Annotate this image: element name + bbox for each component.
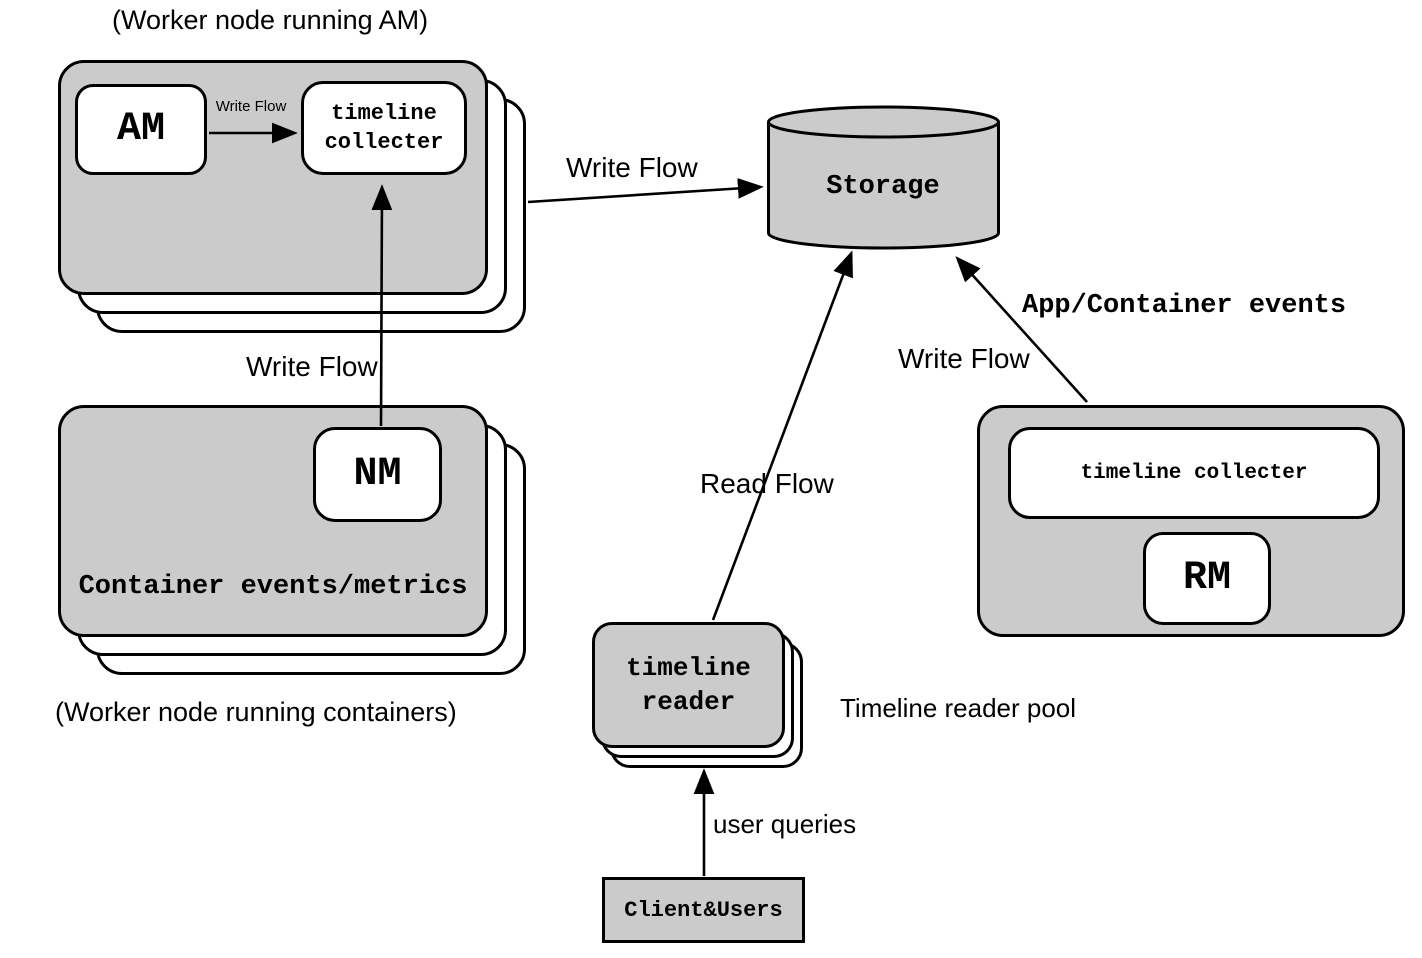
rm-collector-node: timeline collecter [1008, 427, 1380, 519]
am-label: AM [116, 107, 165, 152]
client-users-label: Client&Users [624, 897, 783, 923]
am-node: AM [75, 84, 207, 175]
worker-containers-caption: (Worker node running containers) [55, 697, 457, 727]
timeline-reader-node: timeline reader [592, 622, 785, 748]
worker-am-caption: (Worker node running AM) [112, 5, 429, 35]
arrow-rm-to-storage [955, 256, 1088, 403]
app-container-events-label: App/Container events [1022, 291, 1347, 321]
arrow-reader-to-storage [711, 250, 853, 621]
arrow-worker-am-to-storage [527, 178, 764, 204]
storage-label: Storage [826, 172, 940, 203]
write-flow-storage-label: Write Flow [566, 152, 698, 183]
nm-node: NM [313, 427, 442, 522]
nm-write-flow-label: Write Flow [246, 351, 378, 382]
read-flow-label: Read Flow [700, 468, 834, 499]
container-events-label: Container events/metrics [78, 572, 468, 602]
timeline-reader-label: timeline reader [626, 653, 751, 717]
user-queries-label: user queries [713, 809, 857, 839]
rm-label: RM [1182, 556, 1231, 601]
client-users-node: Client&Users [602, 877, 805, 943]
am-write-flow-label: Write Flow [215, 98, 287, 115]
am-collector-label: timeline collecter [324, 101, 444, 155]
rm-write-flow-label: Write Flow [898, 343, 1030, 374]
rm-collector-label: timeline collecter [1080, 461, 1308, 485]
nm-label: NM [353, 452, 402, 497]
am-collector-node: timeline collecter [301, 81, 467, 175]
timeline-reader-pool-label: Timeline reader pool [840, 693, 1077, 723]
rm-node: RM [1143, 532, 1271, 625]
